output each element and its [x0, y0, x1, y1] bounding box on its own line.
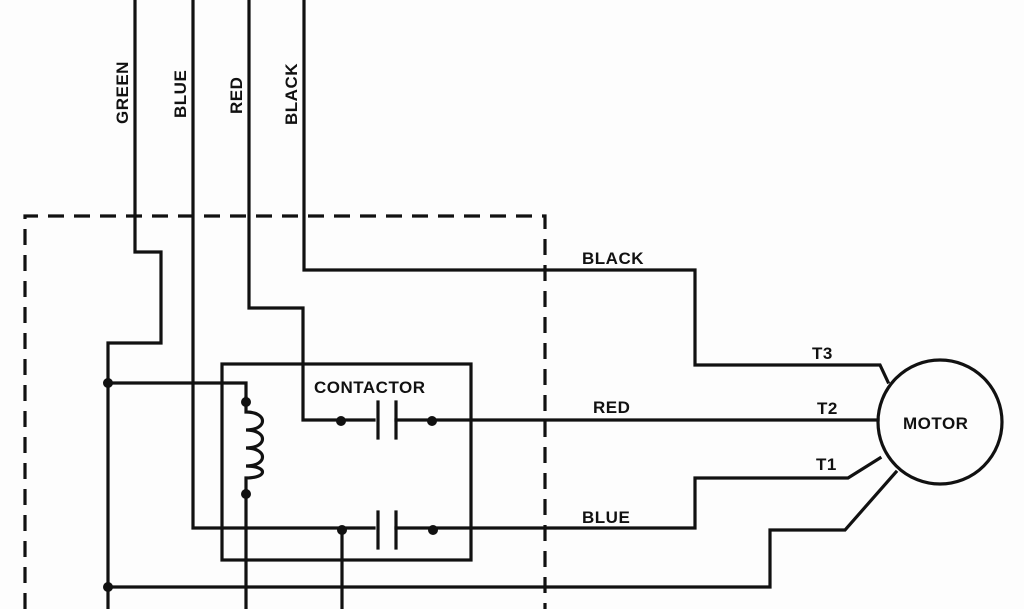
- terminal-t1: T1: [816, 455, 837, 474]
- wire-black: [302, 0, 891, 385]
- label-out-red: RED: [593, 398, 630, 417]
- coil-feed: [106, 381, 248, 400]
- label-out-black: BLACK: [582, 249, 644, 268]
- label-red: RED: [227, 77, 246, 114]
- ground-junction-dot: [103, 582, 113, 592]
- junction-dot: [103, 378, 113, 388]
- enclosure-boundary: [23, 214, 547, 609]
- coil-terminal-top: [241, 397, 251, 407]
- terminal-t2: T2: [817, 399, 838, 418]
- label-green: GREEN: [113, 61, 132, 124]
- contactor-box: [220, 362, 473, 562]
- label-blue: BLUE: [171, 70, 190, 118]
- contactor-label: CONTACTOR: [314, 378, 426, 397]
- wire-red: [247, 0, 376, 422]
- wire-blue: [191, 0, 344, 530]
- coil-icon: [244, 396, 265, 609]
- contact-top-dot-right: [427, 416, 437, 426]
- coil-terminal-bottom: [241, 489, 251, 499]
- label-out-blue: BLUE: [582, 508, 630, 527]
- label-black: BLACK: [282, 63, 301, 125]
- wire-ground: [106, 469, 899, 589]
- motor-label: MOTOR: [903, 414, 968, 433]
- wire-blue-out: [394, 455, 883, 530]
- motor-icon: [876, 358, 1004, 486]
- contact-bottom-dot-right: [428, 525, 438, 535]
- terminal-t3: T3: [812, 344, 833, 363]
- contact-top-dot-left: [336, 416, 346, 426]
